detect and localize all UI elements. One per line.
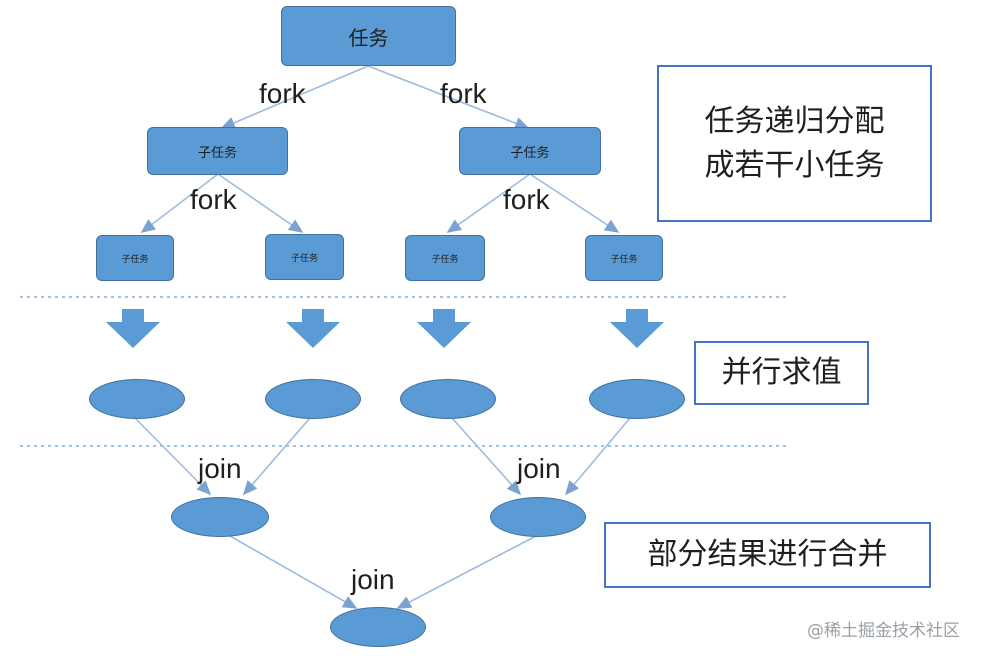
fork-edge <box>529 173 620 233</box>
leaf-task-label: 子任务 <box>121 254 149 265</box>
root-task-label: 任务 <box>348 25 389 50</box>
join-edge <box>134 417 212 496</box>
join-edge <box>242 417 311 496</box>
leaf-task-node: 子任务 <box>585 235 663 281</box>
fork-edge <box>140 173 219 233</box>
subtask-label: 子任务 <box>197 145 237 161</box>
down-arrow-icon <box>417 309 471 348</box>
merge-ellipse <box>171 497 269 537</box>
subtask-node: 子任务 <box>459 127 601 175</box>
subtask-label: 子任务 <box>510 145 550 161</box>
subtask-node: 子任务 <box>147 127 288 175</box>
fork-edge <box>217 173 304 233</box>
join-label: join <box>517 453 561 484</box>
parallel-note: 并行求值 <box>694 341 869 405</box>
parallel-note-text: 并行求值 <box>721 355 842 391</box>
leaf-task-label: 子任务 <box>610 254 638 265</box>
join-edge <box>229 535 358 609</box>
leaf-task-label: 子任务 <box>431 254 459 265</box>
split-note-text: 任务递归分配成若干小任务 <box>704 104 885 183</box>
fork-label: fork <box>190 184 237 215</box>
down-arrow-icon <box>610 309 664 348</box>
leaf-task-label: 子任务 <box>290 253 318 264</box>
fork-label: fork <box>440 78 487 109</box>
fork-label: fork <box>503 184 550 215</box>
leaf-task-node: 子任务 <box>96 235 174 281</box>
fork-edge <box>446 173 531 233</box>
fork-label: fork <box>259 78 306 109</box>
merge-note: 部分结果进行合并 <box>604 522 931 588</box>
split-note: 任务递归分配成若干小任务 <box>657 65 932 222</box>
join-label: join <box>198 453 242 484</box>
leaf-task-node: 子任务 <box>265 234 344 280</box>
join-edge <box>564 417 631 496</box>
join-label: join <box>351 564 395 595</box>
result-ellipse <box>589 379 685 419</box>
merge-ellipse <box>490 497 586 537</box>
root-task-node: 任务 <box>281 6 456 66</box>
down-arrow-icon <box>286 309 340 348</box>
fork-edge <box>367 65 530 130</box>
join-edge <box>451 417 522 496</box>
result-ellipse <box>400 379 496 419</box>
down-arrow-icon <box>106 309 160 348</box>
join-edge <box>396 535 537 609</box>
fork-edge <box>220 65 369 129</box>
merge-note-text: 部分结果进行合并 <box>647 537 888 573</box>
result-ellipse <box>265 379 361 419</box>
final-ellipse <box>330 607 426 647</box>
leaf-task-node: 子任务 <box>405 235 485 281</box>
watermark: @稀土掘金技术社区 <box>807 621 960 641</box>
result-ellipse <box>89 379 185 419</box>
